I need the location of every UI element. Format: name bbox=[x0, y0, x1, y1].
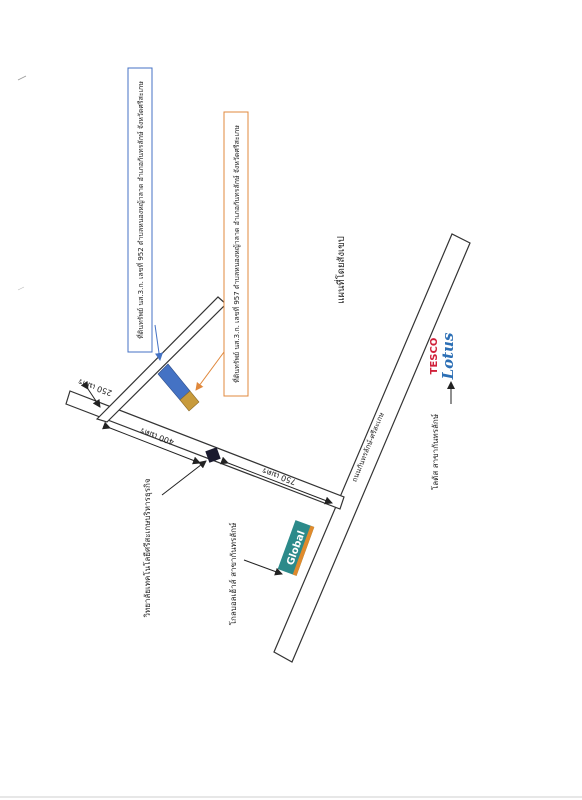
dim-250-line bbox=[80, 380, 101, 408]
parcel-952-text: ที่ดินทรัพย์ นส.3.ก. เลขที่ 952 ตำบลหนอง… bbox=[136, 81, 145, 339]
parcel-957-box bbox=[223, 111, 249, 397]
highway-road bbox=[273, 233, 471, 663]
lotus-logo-top: TESCO bbox=[429, 338, 440, 375]
college-marker bbox=[205, 447, 221, 463]
lotus-label: โลตัส สาขากันทรลักษ์ bbox=[430, 414, 440, 490]
dim-400-line bbox=[102, 421, 201, 465]
parcel-957-text: ที่ดินทรัพย์ นส.3.ก. เลขที่ 957 ตำบลหนอง… bbox=[232, 125, 241, 383]
lotus-logo: TESCO Lotus bbox=[429, 332, 457, 380]
college-label: วิทยาลัยเทคโนโลยีศรีสะเกษบริหารธุรกิจ bbox=[142, 478, 152, 618]
globalhouse-arrow bbox=[243, 559, 283, 576]
globalhouse-label: โกลบอลเฮ้าส์ สาขากันทรลักษ์ bbox=[228, 523, 238, 626]
parcel-952-arrow bbox=[154, 324, 163, 361]
parcel-952-shape bbox=[157, 363, 191, 401]
map-title: แผนที่โดยสังเขป bbox=[334, 236, 347, 304]
parcel-952-box bbox=[127, 67, 153, 353]
dim-750-line bbox=[220, 456, 333, 505]
parcel-957-arrow bbox=[195, 351, 225, 391]
lotus-logo-bottom: Lotus bbox=[439, 332, 457, 380]
parcel-957-shape bbox=[179, 390, 200, 412]
college-arrow bbox=[161, 460, 207, 496]
label-250m: 250 เมตร bbox=[76, 377, 113, 398]
globalhouse-logo: Global bbox=[277, 520, 315, 576]
side-road bbox=[95, 296, 227, 423]
